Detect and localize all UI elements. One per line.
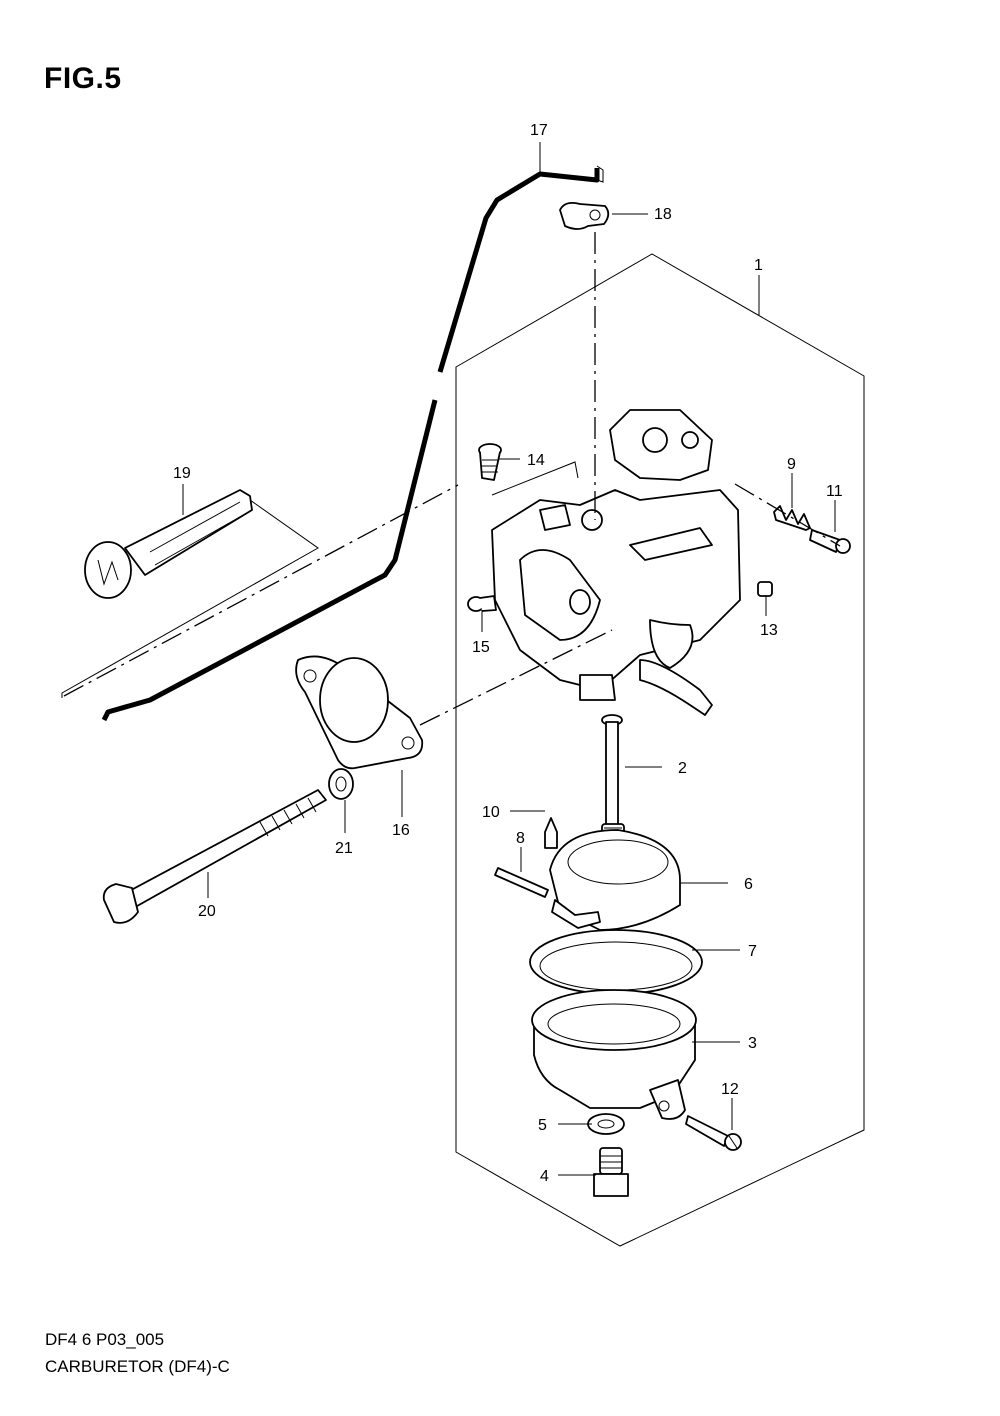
leader-lines [182,142,836,1176]
part-21-washer[interactable] [328,768,354,800]
assembly-boundary [455,253,865,1247]
part-5-washer[interactable] [587,1113,625,1135]
part-14-bracket [491,461,579,496]
callout-13: 13 [760,622,778,639]
callout-18: 18 [654,206,672,223]
callout-9: 9 [787,456,796,473]
callout-10: 10 [482,804,500,821]
part-4-drain-screw[interactable] [593,1147,629,1197]
part-9-11-centerline [734,483,841,547]
callout-11: 11 [826,483,843,500]
figure-name: CARBURETOR (DF4)-C [45,1357,230,1376]
part-6-float[interactable] [549,829,681,931]
callout-7: 7 [748,943,757,960]
part-17-choke-rod[interactable] [101,165,604,722]
part-18-clip[interactable] [559,201,610,230]
callout-21: 21 [335,840,353,857]
callout-15: 15 [472,639,490,656]
part-16-gasket[interactable] [295,655,424,770]
figure-code: DF4 6 P03_005 [45,1330,165,1349]
part-7-o-ring[interactable] [529,929,703,995]
part-11-screw[interactable] [809,529,851,554]
callout-19: 19 [173,465,191,482]
part-1-carburetor-body[interactable] [491,409,741,716]
callout-1: 1 [754,257,763,274]
callout-17: 17 [530,122,548,139]
callout-14: 14 [527,452,545,469]
callout-6: 6 [744,876,753,893]
part-10-float-needle[interactable] [544,817,558,849]
part-14-screw[interactable] [478,443,502,481]
part-19-choke-knob[interactable] [84,489,253,599]
part-20-bolt[interactable] [102,789,327,924]
part-12-screw[interactable] [685,1115,742,1151]
part-8-pin[interactable] [494,867,549,898]
part-19-centerline [63,484,459,697]
mounting-centerline [419,629,613,726]
callout-16: 16 [392,822,410,839]
part-3-float-bowl[interactable] [531,989,697,1120]
part-19-bracket-line [61,499,319,698]
callout-20: 20 [198,903,216,920]
part-15-screw[interactable] [467,595,497,612]
callout-5: 5 [538,1117,547,1134]
callout-4: 4 [540,1168,549,1185]
callout-8: 8 [516,830,525,847]
callout-2: 2 [678,760,687,777]
callout-12: 12 [721,1081,739,1098]
part-2-main-jet[interactable] [601,714,625,843]
part-13-plug[interactable] [757,581,773,597]
figure-title: FIG.5 [44,62,122,95]
callout-3: 3 [748,1035,757,1052]
